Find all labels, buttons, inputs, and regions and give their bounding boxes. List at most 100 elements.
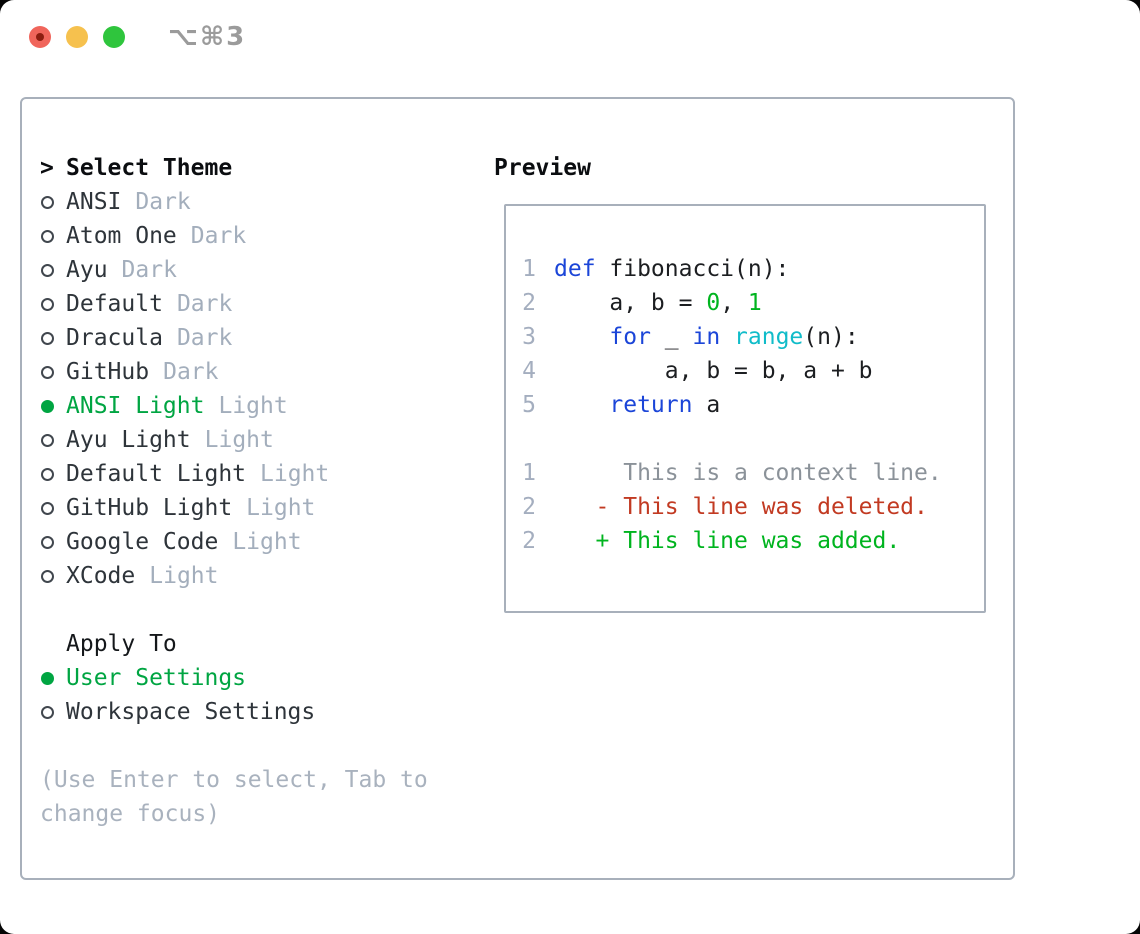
radio-unselected-icon bbox=[41, 569, 54, 583]
apply-option-label: Workspace Settings bbox=[66, 699, 316, 725]
token-plain: _ bbox=[650, 324, 693, 350]
theme-name: Google Code bbox=[66, 529, 219, 555]
theme-option-google-code[interactable]: Google Code Light bbox=[40, 525, 482, 559]
theme-name: Atom One bbox=[66, 223, 177, 249]
theme-variant-tag: Dark bbox=[121, 257, 177, 283]
token-plain: a bbox=[692, 392, 721, 418]
theme-option-default[interactable]: Default Dark bbox=[40, 287, 482, 321]
theme-variant-tag: Dark bbox=[176, 291, 233, 317]
code-line: 2 - This line was deleted. bbox=[522, 490, 984, 524]
radio-selected-icon bbox=[41, 399, 54, 413]
token-keyword: return bbox=[609, 392, 693, 418]
code-line: 2 a, b = 0, 1 bbox=[522, 286, 984, 320]
token-plain bbox=[554, 324, 609, 350]
radio-unselected-icon bbox=[41, 433, 54, 447]
token-plain bbox=[720, 324, 734, 350]
theme-name: GitHub Light bbox=[66, 495, 233, 521]
apply-to-header: Apply To bbox=[66, 631, 177, 657]
theme-option-xcode[interactable]: XCode Light bbox=[40, 559, 482, 593]
zoom-button[interactable] bbox=[103, 26, 125, 48]
radio-unselected-icon bbox=[41, 297, 54, 311]
token-plain bbox=[554, 392, 609, 418]
radio-marker bbox=[40, 501, 66, 515]
minimize-button[interactable] bbox=[66, 26, 88, 48]
radio-unselected-icon bbox=[41, 705, 54, 719]
radio-unselected-icon bbox=[41, 501, 54, 515]
theme-variant-tag: Dark bbox=[176, 325, 233, 351]
help-text-line: change focus) bbox=[40, 801, 221, 827]
theme-variant-tag: Light bbox=[232, 529, 302, 555]
token-keyword: in bbox=[692, 324, 721, 350]
theme-variant-tag: Dark bbox=[135, 189, 191, 215]
line-number: 1 bbox=[522, 460, 536, 486]
code-line: 1 This is a context line. bbox=[522, 456, 984, 490]
token-added: + This line was added. bbox=[554, 528, 901, 554]
help-text-line: (Use Enter to select, Tab to bbox=[40, 767, 428, 793]
radio-marker bbox=[40, 467, 66, 481]
token-deleted: - This line was deleted. bbox=[554, 494, 928, 520]
select-theme-header-row: > Select Theme bbox=[40, 151, 482, 185]
radio-unselected-icon bbox=[41, 467, 54, 481]
apply-option-label: User Settings bbox=[66, 665, 247, 691]
apply-option-user-settings[interactable]: User Settings bbox=[40, 661, 482, 695]
radio-marker bbox=[40, 399, 66, 413]
token-keyword: def bbox=[554, 256, 596, 282]
code-line: 2 + This line was added. bbox=[522, 524, 984, 558]
code-line: 3 for _ in range(n): bbox=[522, 320, 984, 354]
token-number: 1 bbox=[747, 290, 762, 316]
theme-variant-tag: Light bbox=[218, 393, 288, 419]
token-plain: (n): bbox=[803, 324, 859, 350]
line-number: 2 bbox=[522, 528, 536, 554]
radio-unselected-icon bbox=[41, 535, 54, 549]
prompt-chevron-icon: > bbox=[40, 155, 54, 181]
theme-option-ansi-light[interactable]: ANSI Light Light bbox=[40, 389, 482, 423]
code-line: 1 def fibonacci(n): bbox=[522, 252, 984, 286]
apply-to-header-row: Apply To bbox=[40, 627, 482, 661]
radio-marker bbox=[40, 263, 66, 277]
token-keyword: for bbox=[609, 324, 651, 350]
window-controls bbox=[29, 26, 125, 48]
token-plain: fibonacci(n): bbox=[595, 256, 790, 282]
theme-variant-tag: Light bbox=[149, 563, 219, 589]
line-number: 1 bbox=[522, 256, 536, 282]
token-plain: a, b = bbox=[554, 290, 707, 316]
apply-option-workspace-settings[interactable]: Workspace Settings bbox=[40, 695, 482, 729]
line-number: 5 bbox=[522, 392, 536, 418]
spacer bbox=[40, 729, 482, 763]
close-button[interactable] bbox=[29, 26, 51, 48]
radio-unselected-icon bbox=[41, 331, 54, 345]
line-number: 2 bbox=[522, 494, 536, 520]
code-blank-line bbox=[522, 422, 984, 456]
help-text: (Use Enter to select, Tab to change focus… bbox=[40, 763, 482, 831]
theme-variant-tag: Dark bbox=[163, 359, 219, 385]
theme-name: Ayu Light bbox=[66, 427, 191, 453]
radio-marker bbox=[40, 705, 66, 719]
preview-header: Preview bbox=[494, 155, 591, 181]
radio-marker bbox=[40, 365, 66, 379]
radio-selected-icon bbox=[41, 671, 54, 685]
theme-name: Default Light bbox=[66, 461, 247, 487]
radio-marker bbox=[40, 535, 66, 549]
radio-marker bbox=[40, 195, 66, 209]
theme-name: ANSI Light bbox=[66, 393, 205, 419]
theme-name: XCode bbox=[66, 563, 136, 589]
titlebar: ⌥⌘3 bbox=[0, 0, 1140, 74]
theme-name: Default bbox=[66, 291, 163, 317]
radio-marker bbox=[40, 671, 66, 685]
line-number: 2 bbox=[522, 290, 536, 316]
